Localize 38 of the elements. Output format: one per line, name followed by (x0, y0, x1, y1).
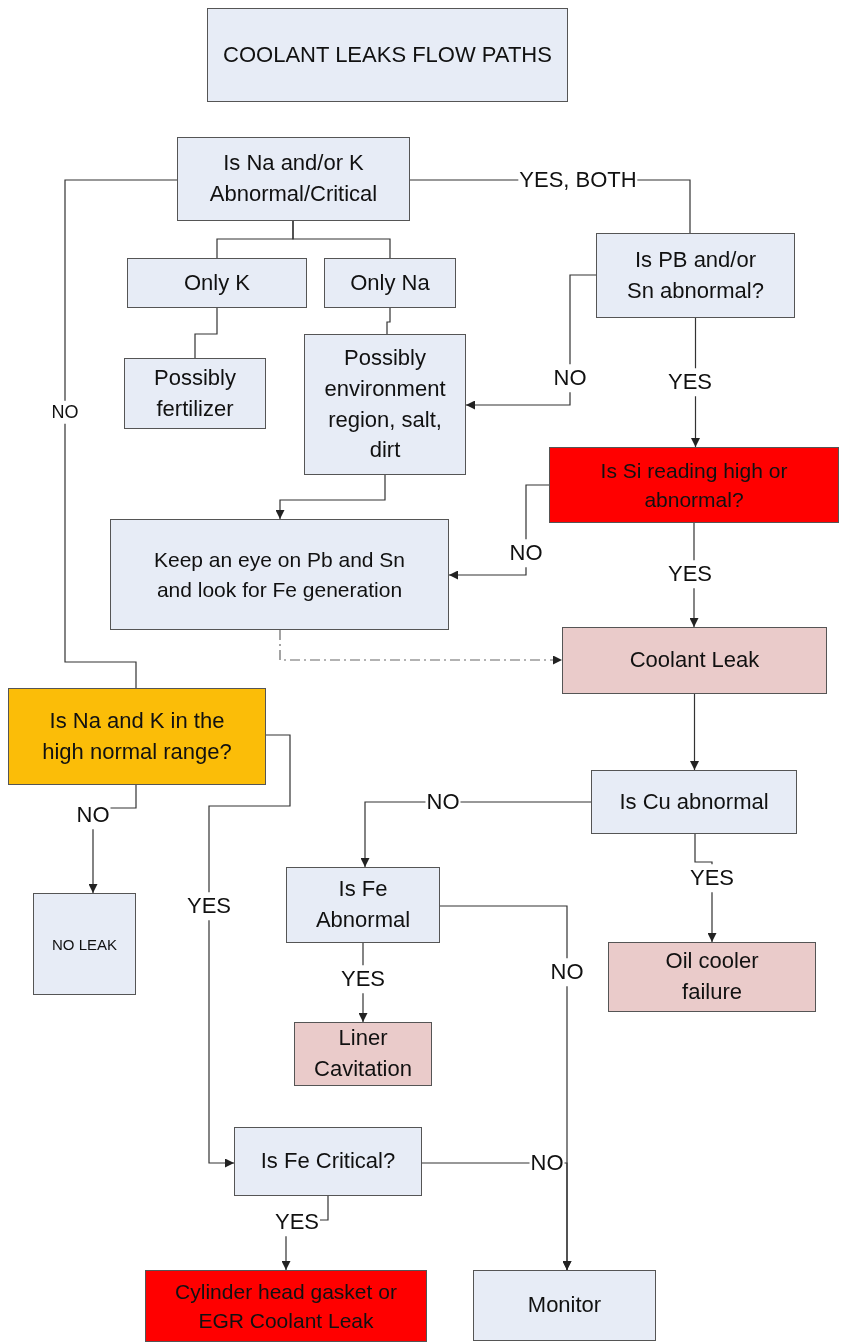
process-box: Possibly environment region, salt, dirt (304, 334, 466, 475)
result-box: Monitor (473, 1270, 656, 1341)
result-box: Coolant Leak (562, 627, 827, 694)
edge-label: NO (549, 958, 585, 986)
edge-label: NO (50, 400, 80, 424)
decision-box: Is PB and/or Sn abnormal? (596, 233, 795, 318)
arrow (465, 274, 597, 410)
result-box: Liner Cavitation (294, 1022, 432, 1086)
edge-label: YES (667, 560, 713, 588)
process-box: Only Na (324, 258, 456, 308)
arrow (690, 693, 699, 771)
decision-box: Is Fe Critical? (234, 1127, 422, 1196)
process-box: Keep an eye on Pb and Sn and look for Fe generation (110, 519, 449, 630)
connector-line (194, 307, 218, 359)
edge-label: YES (340, 965, 386, 993)
connector-line (64, 179, 178, 689)
edge-label: NO (508, 539, 544, 567)
decision-box: Is Fe Abnormal (286, 867, 440, 943)
dashed-arrow (279, 629, 563, 665)
title-box: COOLANT LEAKS FLOW PATHS (207, 8, 568, 102)
connector-line (292, 220, 391, 259)
result-box: Cylinder head gasket or EGR Coolant Leak (145, 1270, 427, 1342)
arrow (208, 734, 291, 1168)
connector-line (386, 307, 391, 335)
decision-box: Is Si reading high or abnormal? (549, 447, 839, 523)
edge-label: YES (689, 864, 735, 892)
edge-label: NO (552, 364, 588, 392)
process-box: Only K (127, 258, 307, 308)
arrow (275, 474, 386, 520)
edge-label: YES (186, 892, 232, 920)
decision-box: Is Na and K in the high normal range? (8, 688, 266, 785)
result-box: Oil cooler failure (608, 942, 816, 1012)
result-box: NO LEAK (33, 893, 136, 995)
decision-box: Is Cu abnormal (591, 770, 797, 834)
arrow (360, 801, 592, 868)
process-box: Possibly fertilizer (124, 358, 266, 429)
decision-box: Is Na and/or K Abnormal/Critical (177, 137, 410, 221)
edge-label: YES (667, 368, 713, 396)
